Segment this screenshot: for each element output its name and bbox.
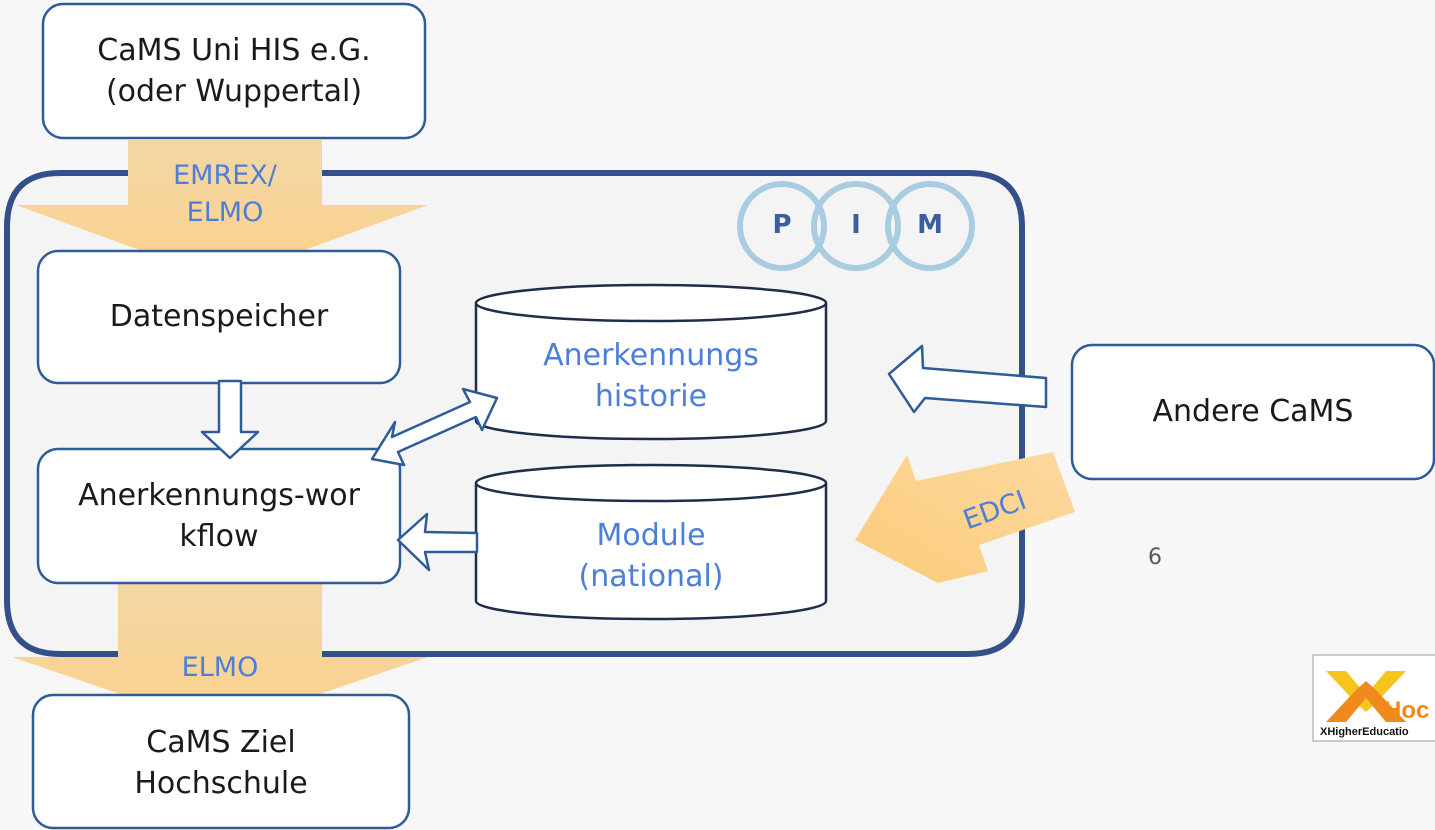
node-cams-ziel-hochschule	[31, 693, 411, 830]
xhe-logo-text: Hoc	[1384, 697, 1430, 724]
node-anerkennungs-workflow-label: Anerkennungs-wor kflow	[78, 477, 360, 554]
pim-letter-m: M	[917, 210, 943, 241]
pim-logo	[737, 181, 975, 271]
db-anerkennungs-historie-label: Anerkennungs historie	[543, 337, 759, 414]
node-andere-cams-label: Andere CaMS	[1152, 394, 1354, 430]
db-module-national-label: Module (national)	[578, 517, 724, 594]
node-datenspeicher-label: Datenspeicher	[109, 299, 329, 335]
node-andere-cams	[1070, 343, 1435, 481]
page-number: 6	[1148, 544, 1162, 570]
arrow-module-to-workflow	[396, 512, 479, 572]
xhe-logo-subtext: XHigherEducatio	[1320, 726, 1409, 738]
pim-letter-p: P	[772, 210, 792, 241]
db-module-national	[474, 463, 828, 621]
node-cams-ziel-hochschule-label: CaMS Ziel Hochschule	[134, 724, 308, 801]
elmo-out-label: ELMO	[181, 652, 259, 684]
db-anerkennungs-historie	[474, 283, 828, 441]
arrow-andere-to-historie	[887, 344, 1048, 414]
edci-flow-arrow	[855, 452, 1075, 583]
elmo-flow-arrow	[12, 582, 428, 728]
arrow-workflow-historie	[370, 387, 499, 467]
emrex-elmo-flow-arrow	[16, 140, 428, 280]
xhe-logo	[1312, 654, 1435, 742]
node-cams-uni-his-label: CaMS Uni HIS e.G. (oder Wuppertal)	[97, 32, 371, 109]
node-cams-uni-his	[41, 2, 427, 140]
emrex-elmo-label: EMREX/ ELMO	[173, 159, 277, 228]
arrow-datenspeicher-to-workflow	[200, 379, 260, 460]
pim-letter-i: I	[851, 210, 861, 241]
